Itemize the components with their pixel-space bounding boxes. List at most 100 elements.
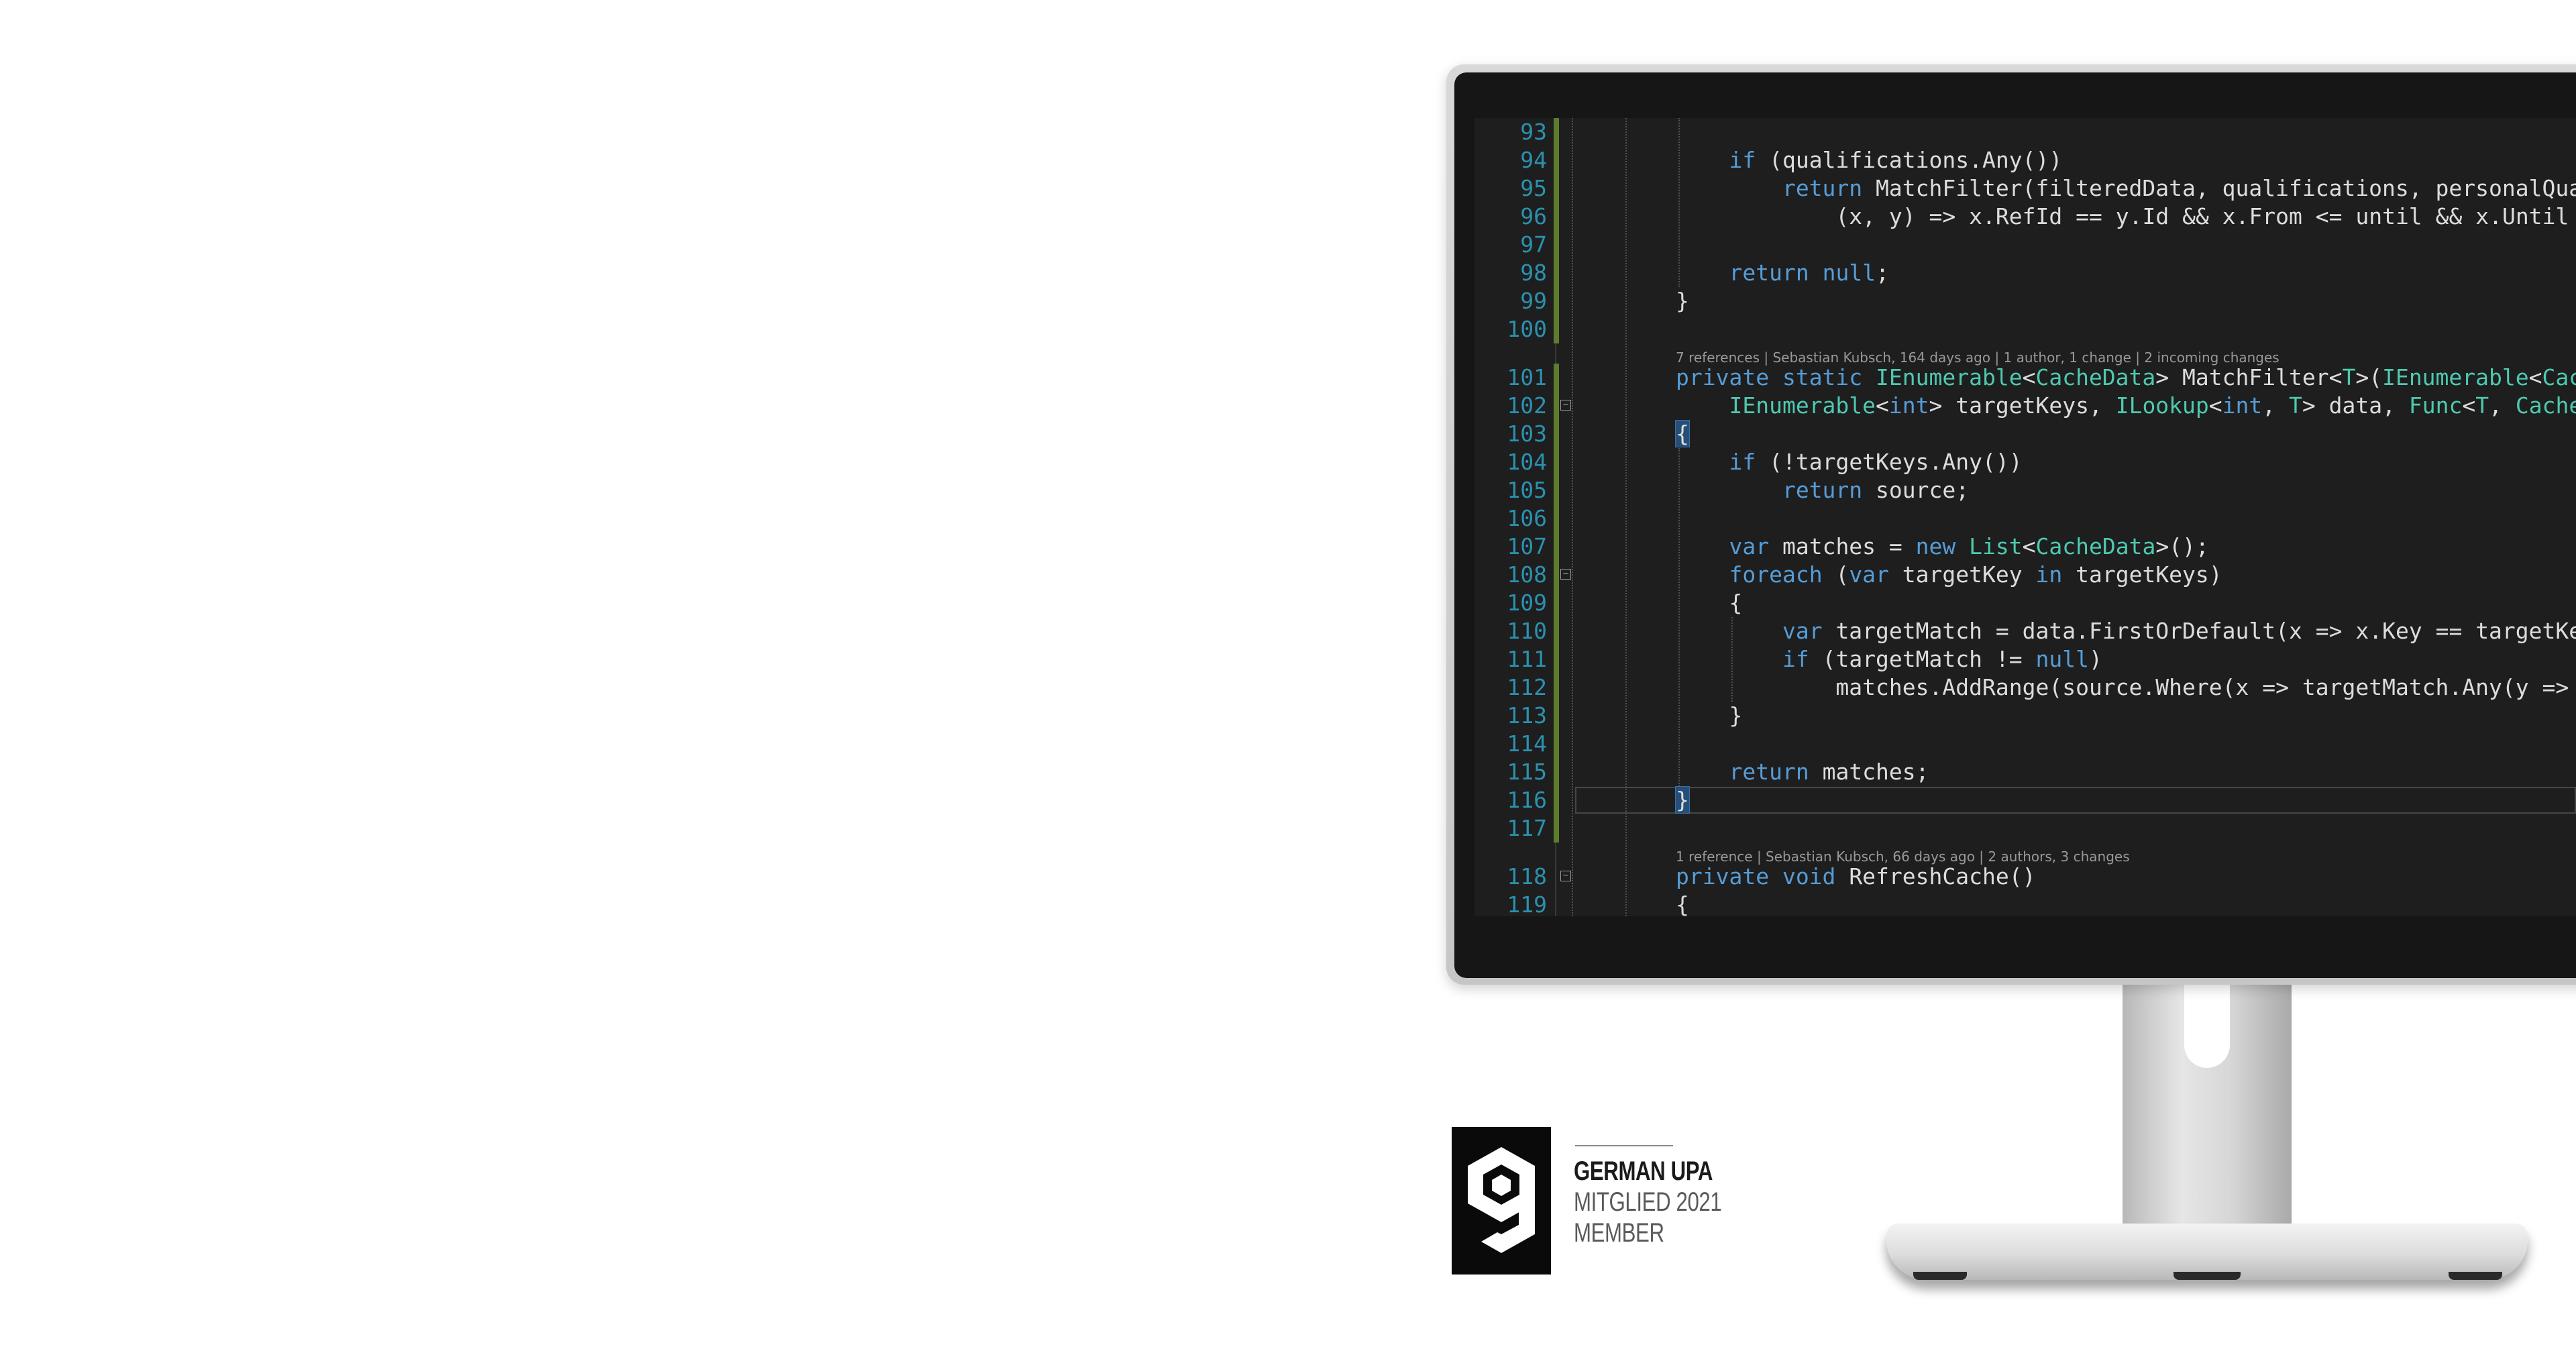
collapse-region-icon[interactable]: − (1560, 400, 1571, 411)
code-line[interactable]: 104 if (!targetKeys.Any()) (1474, 448, 2576, 476)
badge-member-label: MEMBER (1574, 1218, 1664, 1248)
code-text: { (1676, 590, 1743, 616)
code-text: return MatchFilter(filteredData, qualifi… (1782, 175, 2576, 201)
monitor-stand-base (1886, 1224, 2528, 1280)
code-line[interactable]: 96 (x, y) => x.RefId == y.Id && x.From <… (1474, 203, 2576, 231)
code-line[interactable]: 94 if (qualifications.Any()) (1474, 146, 2576, 174)
code-line[interactable]: 103 { (1474, 420, 2576, 448)
code-line[interactable]: 105 return source; (1474, 476, 2576, 504)
code-line[interactable]: 118 − private void RefreshCache() (1474, 863, 2576, 891)
code-line[interactable]: 116} (1474, 786, 2576, 814)
code-text: var matches = new List<CacheData>(); (1729, 533, 2209, 559)
line-number: 117 (1507, 815, 1547, 841)
line-number: 95 (1520, 175, 1547, 201)
code-text: } (1675, 786, 1690, 814)
line-number: 116 (1507, 787, 1547, 813)
line-number: 112 (1507, 674, 1547, 700)
code-line[interactable]: 101 private static IEnumerable<CacheData>… (1474, 364, 2576, 392)
indent-guide (1731, 617, 1733, 702)
code-text: matches.AddRange(source.Where(x => targe… (1835, 674, 2569, 700)
change-indicator-bar (1554, 118, 1559, 343)
code-line[interactable]: 106 (1474, 504, 2576, 533)
line-number: 103 (1507, 421, 1547, 447)
code-text: return matches; (1729, 759, 1929, 785)
code-text: private void RefreshCache() (1676, 863, 2036, 889)
code-text: private static IEnumerable<CacheData> Ma… (1676, 364, 2576, 390)
line-number: 97 (1520, 231, 1547, 258)
code-line[interactable]: 113 } (1474, 702, 2576, 730)
badge-divider (1575, 1145, 1673, 1146)
code-text: if (qualifications.Any()) (1729, 147, 2063, 173)
code-line[interactable]: 114 (1474, 730, 2576, 758)
code-text: var targetMatch = data.FirstOrDefault(x … (1782, 618, 2576, 644)
german-upa-hexagon-g-logo-icon (1468, 1147, 1535, 1253)
line-number: 105 (1507, 477, 1547, 503)
line-number: 111 (1507, 646, 1547, 672)
code-text: (x, y) => x.RefId == y.Id && x.From <= u… (1676, 203, 2569, 229)
code-text: foreach (var targetKey in targetKeys) (1729, 561, 2222, 588)
indent-guide (1625, 118, 1627, 916)
code-line[interactable]: 108 − foreach (var targetKey in targetKey… (1474, 561, 2576, 589)
code-text: IEnumerable<int> targetKeys, ILookup<int… (1729, 392, 2576, 419)
line-number: 100 (1507, 316, 1547, 342)
line-number: 104 (1507, 449, 1547, 475)
code-line[interactable]: 117 (1474, 814, 2576, 843)
code-line[interactable]: 99} (1474, 287, 2576, 315)
line-number: 101 (1507, 364, 1547, 390)
code-text: if (targetMatch != null) (1782, 646, 2102, 672)
code-line[interactable]: 95 return MatchFilter(filteredData, qual… (1474, 174, 2576, 203)
line-number: 102 (1507, 392, 1547, 419)
line-number: 108 (1507, 561, 1547, 588)
code-line[interactable]: 93 (1474, 118, 2576, 146)
line-number: 115 (1507, 759, 1547, 785)
monitor-stand-cable-hole (2184, 979, 2230, 1068)
code-line[interactable]: 119 { (1474, 891, 2576, 916)
monitor-stand-foot (2174, 1272, 2241, 1280)
indent-guide (1678, 448, 1680, 786)
codelens-annotation[interactable]: 1 reference | Sebastian Kubsch, 66 days … (1676, 849, 2130, 865)
code-line[interactable]: 100 (1474, 315, 2576, 343)
line-number: 118 (1507, 863, 1547, 889)
line-number: 99 (1520, 288, 1547, 314)
monitor-stand-foot (2449, 1272, 2502, 1280)
current-line-highlight (1575, 787, 2576, 814)
change-indicator-bar (1554, 364, 1559, 843)
line-number: 114 (1507, 730, 1547, 757)
badge-subtitle: MITGLIED 2021 (1574, 1187, 1722, 1217)
codelens-annotation[interactable]: 7 references | Sebastian Kubsch, 164 day… (1676, 349, 2279, 366)
code-line[interactable]: 102 − IEnumerable<int> targetKeys, ILooku… (1474, 392, 2576, 420)
german-upa-logo (1452, 1127, 1551, 1275)
code-line[interactable]: 112 matches.AddRange(source.Where(x => t… (1474, 673, 2576, 702)
code-text: if (!targetKeys.Any()) (1729, 449, 2023, 475)
line-number: 93 (1520, 119, 1547, 145)
code-text: return null; (1729, 260, 1889, 286)
code-line[interactable]: 110 var targetMatch = data.FirstOrDefaul… (1474, 617, 2576, 645)
collapse-region-icon[interactable]: − (1560, 871, 1571, 881)
indent-guide (1572, 118, 1574, 916)
code-text: { (1675, 420, 1690, 447)
code-line[interactable]: 115 return matches; (1474, 758, 2576, 786)
code-line[interactable]: 111 if (targetMatch != null) (1474, 645, 2576, 673)
line-number: 106 (1507, 505, 1547, 531)
code-line[interactable]: 98 return null; (1474, 259, 2576, 287)
line-number: 107 (1507, 533, 1547, 559)
collapse-region-icon[interactable]: − (1560, 569, 1571, 580)
line-number: 113 (1507, 702, 1547, 728)
line-number: 109 (1507, 590, 1547, 616)
code-line[interactable]: 97 (1474, 231, 2576, 259)
line-number: 98 (1520, 260, 1547, 286)
code-text: { (1676, 891, 1689, 916)
badge-title: GERMAN UPA (1574, 1156, 1713, 1186)
indent-guide (1678, 118, 1680, 287)
line-number: 94 (1520, 147, 1547, 173)
code-line[interactable]: 109 { (1474, 589, 2576, 617)
line-number: 110 (1507, 618, 1547, 644)
line-number: 119 (1507, 891, 1547, 916)
monitor-stand-foot (1913, 1272, 1967, 1280)
line-number: 96 (1520, 203, 1547, 229)
code-text: return source; (1782, 477, 1970, 503)
code-text: } (1676, 702, 1743, 728)
code-line[interactable]: 107 var matches = new List<CacheData>(); (1474, 533, 2576, 561)
